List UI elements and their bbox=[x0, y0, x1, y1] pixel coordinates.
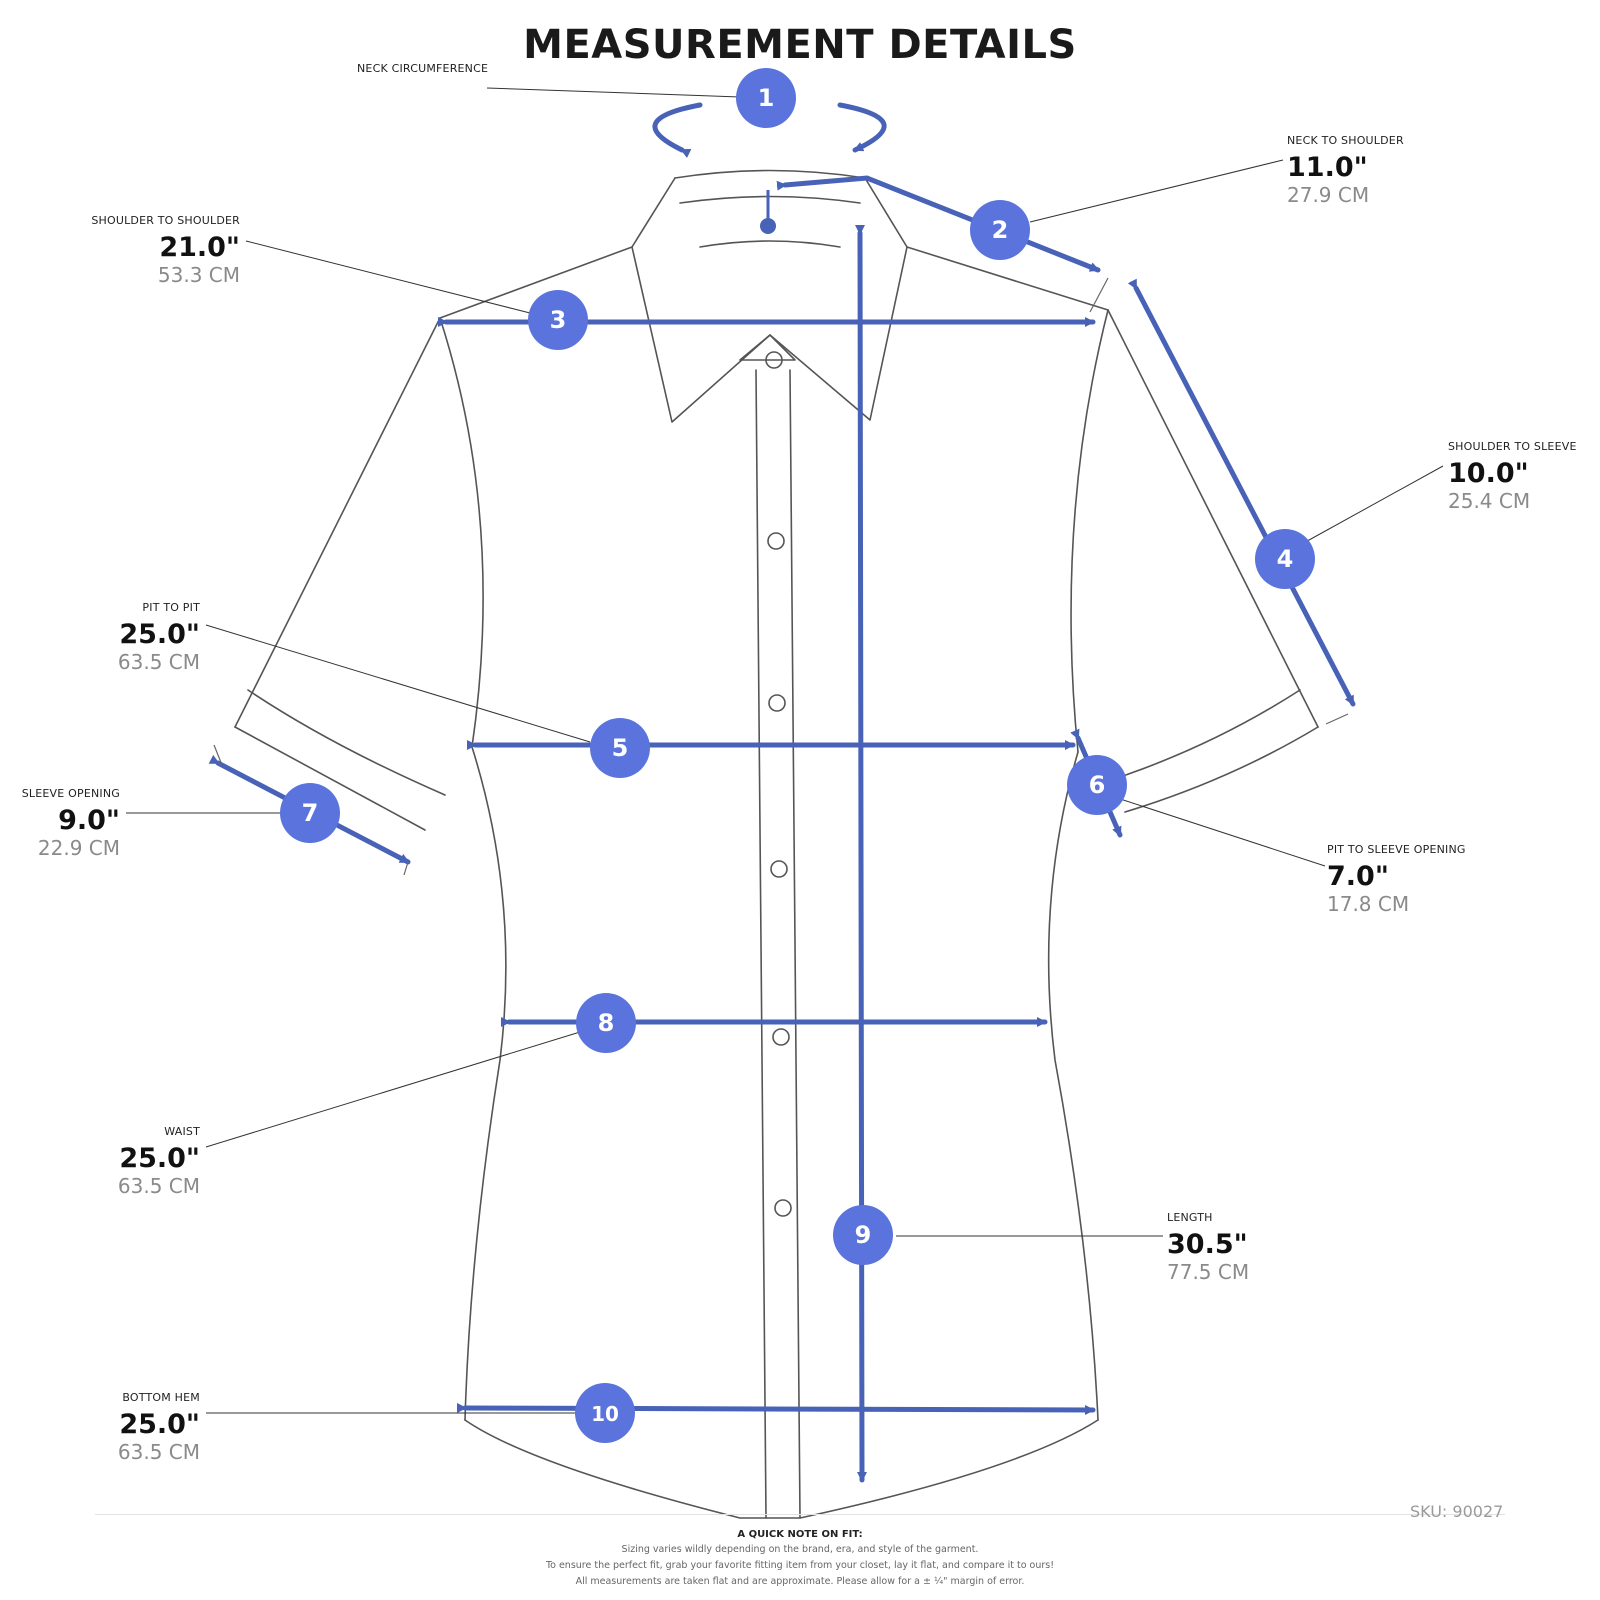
badge-circle bbox=[833, 1205, 893, 1265]
badge-circle bbox=[736, 68, 796, 128]
measurement-label-sleeve-opening: SLEEVE OPENING bbox=[21, 787, 120, 800]
badge-circle bbox=[1067, 755, 1127, 815]
measurement-label-shoulder-to-sleeve: SHOULDER TO SLEEVE bbox=[1448, 440, 1577, 453]
collar-pin-head bbox=[760, 218, 776, 234]
neck-to-shoulder-arrow bbox=[776, 175, 1101, 273]
leader-line-3 bbox=[245, 240, 531, 314]
shoulder-to-sleeve-arrow bbox=[1127, 278, 1356, 707]
edge-tick bbox=[403, 861, 409, 876]
measurement-inches-shoulder-to-sleeve: 10.0" bbox=[1448, 458, 1529, 489]
badge-9: 9 bbox=[833, 1205, 893, 1265]
edge-tick bbox=[213, 744, 223, 766]
badge-number: 6 bbox=[1089, 771, 1106, 799]
fit-note-line: Sizing varies wildly depending on the br… bbox=[621, 1544, 979, 1555]
measurement-inches-waist: 25.0" bbox=[119, 1143, 200, 1174]
measurement-inches-pit-to-sleeve-opening: 7.0" bbox=[1327, 861, 1389, 892]
measurement-cm-neck-to-shoulder: 27.9 CM bbox=[1287, 183, 1370, 207]
neck-circumference-arrow-left bbox=[652, 102, 703, 158]
measurement-label-bottom-hem: BOTTOM HEM bbox=[122, 1391, 200, 1404]
badge-1: 1 bbox=[736, 68, 796, 128]
badge-number: 2 bbox=[992, 216, 1009, 244]
badge-7: 7 bbox=[280, 783, 340, 843]
fit-note-heading: A QUICK NOTE ON FIT: bbox=[737, 1529, 863, 1540]
leader-line-4 bbox=[1299, 465, 1444, 546]
badge-circle bbox=[576, 993, 636, 1053]
neck-circumference-arrow-right bbox=[837, 102, 887, 153]
badge-number: 5 bbox=[612, 734, 629, 762]
badge-number: 7 bbox=[302, 799, 319, 827]
leader-line-5 bbox=[205, 624, 591, 743]
measurement-cm-waist: 63.5 CM bbox=[117, 1174, 200, 1198]
sku-label: SKU: 90027 bbox=[1410, 1502, 1504, 1521]
measurement-label-pit-to-sleeve-opening: PIT TO SLEEVE OPENING bbox=[1327, 843, 1466, 856]
leader-line-2 bbox=[1029, 159, 1284, 223]
length-arrow bbox=[854, 224, 867, 1483]
measurement-cm-sleeve-opening: 22.9 CM bbox=[37, 836, 120, 860]
measurement-label-waist: WAIST bbox=[164, 1125, 200, 1138]
badge-4: 4 bbox=[1255, 529, 1315, 589]
badge-number: 9 bbox=[855, 1221, 872, 1249]
measurement-cm-length: 77.5 CM bbox=[1167, 1260, 1250, 1284]
measurement-cm-pit-to-sleeve-opening: 17.8 CM bbox=[1327, 892, 1410, 916]
measurement-cm-pit-to-pit: 63.5 CM bbox=[117, 650, 200, 674]
measurement-label-pit-to-pit: PIT TO PIT bbox=[142, 601, 200, 614]
fit-note-line: To ensure the perfect fit, grab your fav… bbox=[545, 1560, 1055, 1571]
badge-circle bbox=[528, 290, 588, 350]
badge-2: 2 bbox=[970, 200, 1030, 260]
leader-line-8 bbox=[205, 1031, 581, 1148]
measurement-cm-shoulder-to-shoulder: 53.3 CM bbox=[157, 263, 240, 287]
measurement-inches-neck-to-shoulder: 11.0" bbox=[1287, 152, 1368, 183]
badge-number: 1 bbox=[758, 84, 775, 112]
badge-circle bbox=[575, 1383, 635, 1443]
measurement-inches-length: 30.5" bbox=[1167, 1229, 1248, 1260]
leader-line-6 bbox=[1107, 794, 1326, 867]
badge-3: 3 bbox=[528, 290, 588, 350]
measurement-cm-bottom-hem: 63.5 CM bbox=[117, 1440, 200, 1464]
badge-number: 10 bbox=[591, 1402, 619, 1426]
badge-number: 8 bbox=[598, 1009, 615, 1037]
bottom-hem-arrow bbox=[456, 1402, 1096, 1415]
badge-5: 5 bbox=[590, 718, 650, 778]
badge-6: 6 bbox=[1067, 755, 1127, 815]
measurement-cm-shoulder-to-sleeve: 25.4 CM bbox=[1448, 489, 1531, 513]
badge-8: 8 bbox=[576, 993, 636, 1053]
badge-number: 3 bbox=[550, 306, 567, 334]
edge-tick bbox=[1325, 713, 1349, 725]
badge-number: 4 bbox=[1277, 545, 1294, 573]
measurement-label-length: LENGTH bbox=[1167, 1211, 1213, 1224]
measurement-inches-sleeve-opening: 9.0" bbox=[58, 805, 120, 836]
fit-note: A QUICK NOTE ON FIT: Sizing varies wildl… bbox=[0, 1528, 1600, 1590]
badge-circle bbox=[970, 200, 1030, 260]
measurement-inches-bottom-hem: 25.0" bbox=[119, 1409, 200, 1440]
edge-tick bbox=[1089, 277, 1109, 313]
measurement-label-neck-circumference: NECK CIRCUMFERENCE bbox=[357, 62, 489, 75]
badge-circle bbox=[280, 783, 340, 843]
badge-10: 10 bbox=[575, 1383, 635, 1443]
page-title: MEASUREMENT DETAILS bbox=[523, 22, 1077, 68]
measurement-inches-shoulder-to-shoulder: 21.0" bbox=[159, 232, 240, 263]
footer-divider bbox=[95, 1514, 1505, 1515]
badge-circle bbox=[590, 718, 650, 778]
badge-circle bbox=[1255, 529, 1315, 589]
leader-line-1 bbox=[486, 87, 741, 98]
fit-note-line: All measurements are taken flat and are … bbox=[575, 1576, 1025, 1587]
measurement-label-neck-to-shoulder: NECK TO SHOULDER bbox=[1287, 134, 1404, 147]
measurement-inches-pit-to-pit: 25.0" bbox=[119, 619, 200, 650]
measurement-label-shoulder-to-shoulder: SHOULDER TO SHOULDER bbox=[91, 214, 240, 227]
